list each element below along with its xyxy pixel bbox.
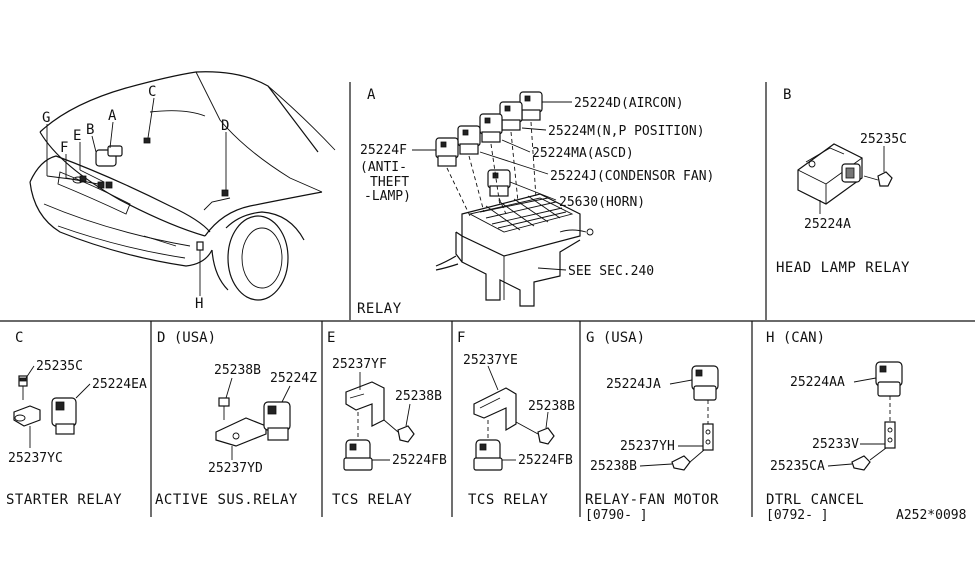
relay-aircon bbox=[519, 91, 543, 121]
callout-b: B bbox=[86, 122, 95, 138]
panel-a-labels: A 25224D(AIRCON) 25224M(N,P POSITION) 25… bbox=[357, 87, 714, 317]
panel-b-drawing bbox=[797, 143, 893, 214]
label-b-25235c: 25235C bbox=[860, 132, 907, 147]
panel-d-heading: D (USA) bbox=[157, 330, 216, 346]
panel-dividers bbox=[0, 82, 975, 517]
diagram-code: A252*0098 bbox=[896, 508, 966, 523]
panel-h-drawing bbox=[827, 361, 903, 471]
panel-e-labels: E 25237YF 25238B 25224FB TCS RELAY bbox=[327, 330, 447, 508]
panel-c-labels: C 25235C 25224EA 25237YC STARTER RELAY bbox=[6, 330, 147, 508]
relay-anti-theft-lamp bbox=[435, 137, 459, 167]
label-g-25237yh: 25237YH bbox=[620, 439, 675, 454]
label-25224j: 25224J(CONDENSOR FAN) bbox=[550, 169, 714, 184]
label-anti-theft-2: THEFT bbox=[370, 175, 409, 190]
label-c-25237yc: 25237YC bbox=[8, 451, 63, 466]
panel-f-drawing bbox=[473, 365, 555, 471]
panel-e-letter: E bbox=[327, 330, 335, 346]
label-25224d: 25224D(AIRCON) bbox=[574, 96, 684, 111]
label-25630: 25630(HORN) bbox=[559, 195, 645, 210]
label-c-25224ea: 25224EA bbox=[92, 377, 147, 392]
callout-f: F bbox=[60, 140, 69, 156]
label-e-25237yf: 25237YF bbox=[332, 357, 387, 372]
label-d-25224z: 25224Z bbox=[270, 371, 317, 386]
callout-e: E bbox=[73, 128, 82, 144]
panel-h-title: DTRL CANCEL bbox=[766, 492, 864, 508]
panel-f-title: TCS RELAY bbox=[468, 492, 548, 508]
panel-h-heading: H (CAN) bbox=[766, 330, 825, 346]
label-d-25237yd: 25237YD bbox=[208, 461, 263, 476]
label-h-25233v: 25233V bbox=[812, 437, 859, 452]
panel-e-title: TCS RELAY bbox=[332, 492, 412, 508]
label-anti-theft-3: -LAMP) bbox=[364, 189, 411, 204]
panel-h-labels: H (CAN) 25224AA 25233V 25235CA DTRL CANC… bbox=[766, 330, 864, 523]
relay-horn bbox=[487, 169, 511, 197]
callout-d: D bbox=[221, 118, 230, 134]
label-g-25224ja: 25224JA bbox=[606, 377, 661, 392]
panel-b-title: HEAD LAMP RELAY bbox=[776, 260, 910, 276]
label-g-25238b: 25238B bbox=[590, 459, 637, 474]
panel-g-drawing bbox=[639, 365, 719, 471]
panel-g-title: RELAY-FAN MOTOR bbox=[585, 492, 719, 508]
panel-b-labels: B 25235C 25224A HEAD LAMP RELAY bbox=[776, 87, 910, 276]
label-c-25235c: 25235C bbox=[36, 359, 83, 374]
label-b-25224a: 25224A bbox=[804, 217, 851, 232]
panel-a-letter: A bbox=[367, 87, 376, 103]
callout-g: G bbox=[42, 110, 51, 126]
label-e-25238b: 25238B bbox=[395, 389, 442, 404]
callout-h: H bbox=[195, 296, 204, 312]
car-overview bbox=[29, 71, 336, 301]
label-d-25238b: 25238B bbox=[214, 363, 261, 378]
panel-g-heading: G (USA) bbox=[586, 330, 645, 346]
panel-b-letter: B bbox=[783, 87, 791, 103]
panel-f-labels: F 25237YE 25238B 25224FB TCS RELAY bbox=[457, 330, 575, 508]
label-anti-theft-1: (ANTI- bbox=[360, 160, 407, 175]
label-25224f: 25224F bbox=[360, 143, 407, 158]
panel-d-labels: D (USA) 25238B 25224Z 25237YD ACTIVE SUS… bbox=[155, 330, 317, 508]
overview-callout-labels: G F E B A C D H bbox=[42, 84, 230, 312]
relay-condensor-fan bbox=[457, 125, 481, 155]
panel-c-letter: C bbox=[15, 330, 23, 346]
callout-c: C bbox=[148, 84, 157, 100]
label-h-25235ca: 25235CA bbox=[770, 459, 825, 474]
label-f-25237ye: 25237YE bbox=[463, 353, 518, 368]
panel-f-letter: F bbox=[457, 330, 465, 346]
panel-c-title: STARTER RELAY bbox=[6, 492, 122, 508]
relay-np-position bbox=[499, 101, 523, 131]
panel-h-date: [0792- ] bbox=[766, 508, 829, 523]
label-h-25224aa: 25224AA bbox=[790, 375, 845, 390]
label-f-25224fb: 25224FB bbox=[518, 453, 573, 468]
label-f-25238b: 25238B bbox=[528, 399, 575, 414]
panel-g-date: [0790- ] bbox=[585, 508, 648, 523]
panel-a-drawing bbox=[412, 91, 594, 307]
panel-d-drawing bbox=[215, 377, 291, 460]
label-see-sec-240: SEE SEC.240 bbox=[568, 264, 654, 279]
relay-ascd bbox=[479, 113, 503, 143]
callout-a: A bbox=[108, 108, 117, 124]
panel-a-title: RELAY bbox=[357, 301, 402, 317]
label-e-25224fb: 25224FB bbox=[392, 453, 447, 468]
panel-c-drawing bbox=[13, 365, 91, 448]
panel-e-drawing bbox=[343, 372, 415, 471]
panel-g-labels: G (USA) 25224JA 25237YH 25238B RELAY-FAN… bbox=[585, 330, 719, 523]
panel-d-title: ACTIVE SUS.RELAY bbox=[155, 492, 298, 508]
label-25224ma: 25224MA(ASCD) bbox=[532, 146, 634, 161]
label-25224m: 25224M(N,P POSITION) bbox=[548, 124, 705, 139]
